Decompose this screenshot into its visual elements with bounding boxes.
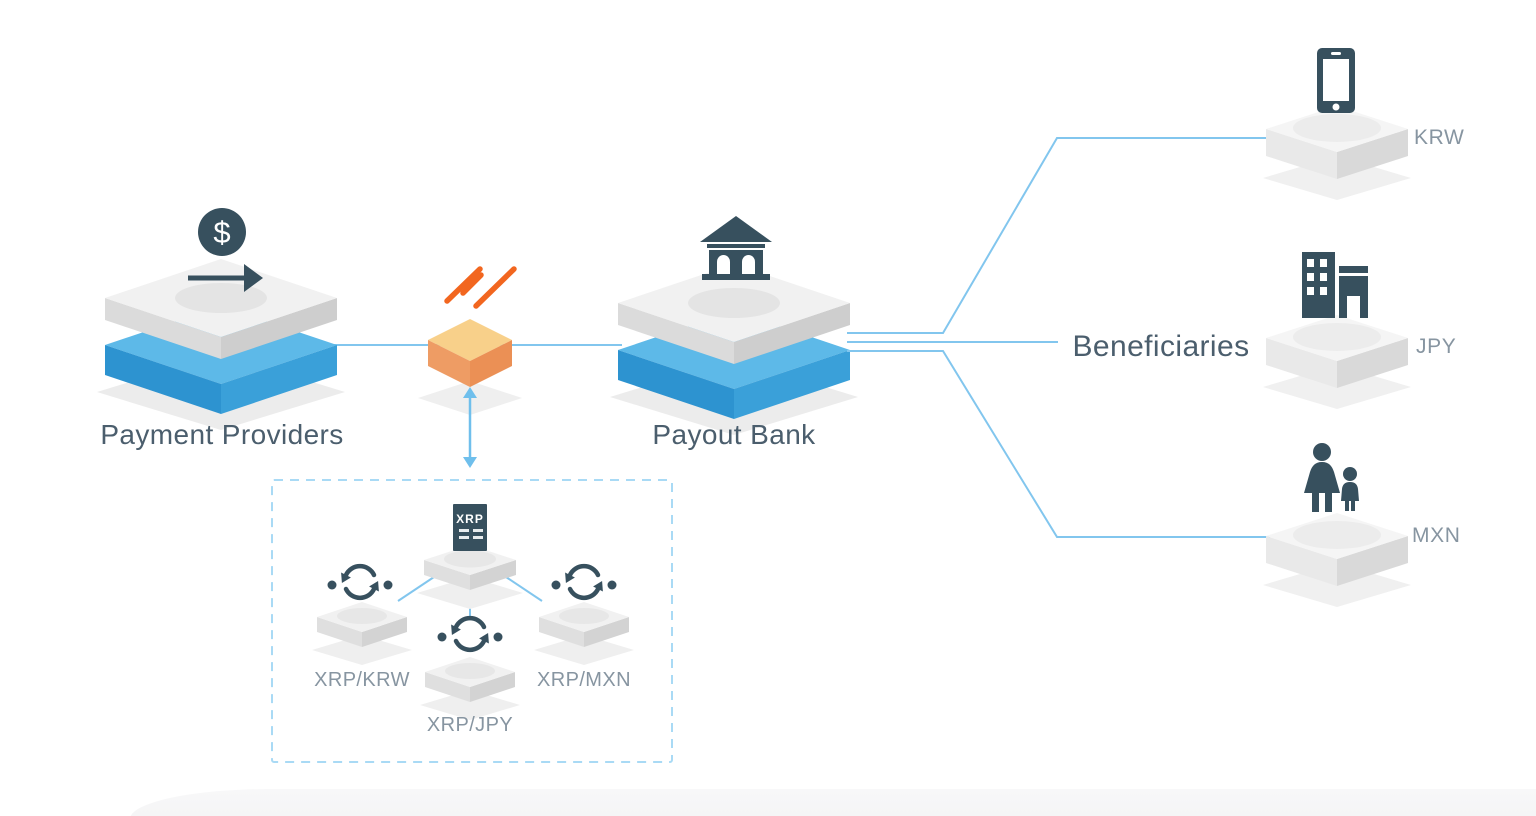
line-to-mxn	[847, 350, 1270, 538]
beneficiary-node-mxn: MXN	[1263, 443, 1460, 607]
platform-shadow	[420, 690, 520, 720]
fx-market-border	[271, 479, 673, 763]
beneficiary-node-krw: KRW	[1263, 48, 1464, 200]
gray-slab-right-face	[734, 303, 850, 364]
bank-icon	[700, 216, 772, 280]
krw-label: KRW	[1414, 126, 1464, 149]
platform-left-face	[424, 560, 470, 590]
platform-recess	[337, 608, 387, 624]
speed-lines-icon	[444, 266, 517, 309]
ledger-to-mxn-line	[505, 576, 543, 602]
phone-icon	[1317, 48, 1355, 113]
jpy-label: JPY	[1416, 335, 1456, 358]
platform-recess	[1293, 521, 1381, 549]
arrow-right-icon	[188, 264, 263, 292]
up-down-arrow-icon	[463, 387, 477, 468]
payment-providers-node: $ Payment Providers	[97, 208, 345, 450]
xrp-krw-label: XRP/KRW	[314, 669, 410, 691]
xrp-ledger-node: XRP	[417, 504, 523, 609]
payout-bank-label: Payout Bank	[652, 419, 816, 450]
fx-pair-node-krw: XRP/KRW	[312, 563, 412, 691]
platform-right-face	[1337, 536, 1408, 586]
platform-recess	[688, 288, 780, 318]
exchange-icon	[327, 563, 393, 601]
exchange-icon	[551, 563, 617, 601]
dollar-circle-icon: $	[198, 208, 246, 256]
mxn-label: MXN	[1412, 524, 1460, 547]
fx-pair-node-jpy: XRP/JPY	[420, 615, 520, 736]
platform-recess	[1293, 114, 1381, 142]
blue-slab-left-face	[618, 350, 734, 419]
platform-right-face	[470, 560, 516, 590]
platform-left-face	[1266, 338, 1337, 388]
platform-right-face	[1337, 338, 1408, 388]
dollar-sign: $	[213, 215, 230, 250]
payout-bank-node: Payout Bank	[610, 216, 858, 450]
fx-pair-node-mxn: XRP/MXN	[534, 563, 634, 691]
platform-left-face	[425, 672, 470, 702]
platform-recess	[559, 608, 609, 624]
xrp-jpy-label: XRP/JPY	[427, 714, 513, 736]
cube-left-face	[428, 340, 470, 387]
platform-recess	[1293, 323, 1381, 351]
family-icon	[1304, 443, 1359, 512]
gray-slab-left-face	[618, 303, 734, 364]
beneficiary-lines	[847, 137, 1270, 538]
line-to-krw	[847, 137, 1270, 334]
xrp-document-icon: XRP	[453, 504, 487, 551]
xrp-mxn-label: XRP/MXN	[537, 669, 631, 691]
gray-slab-right-face	[221, 298, 337, 359]
gray-slab-left-face	[105, 298, 221, 359]
platform-left-face	[539, 617, 584, 647]
beneficiaries-label: Beneficiaries	[1073, 330, 1250, 363]
blue-slab-right-face	[221, 345, 337, 414]
platform-shadow	[312, 635, 412, 665]
platform-left-face	[1266, 536, 1337, 586]
blue-slab-left-face	[105, 345, 221, 414]
platform-right-face	[470, 672, 515, 702]
platform-recess	[175, 283, 267, 313]
exchange-icon	[437, 615, 503, 653]
platform-shadow	[534, 635, 634, 665]
beneficiary-node-jpy: JPY	[1263, 252, 1456, 409]
platform-recess	[444, 550, 496, 568]
platform-right-face	[362, 617, 407, 647]
xrp-doc-title: XRP	[456, 512, 484, 526]
ledger-to-krw-line	[397, 576, 435, 602]
platform-right-face	[584, 617, 629, 647]
fx-market-box: XRP XRP/KRW	[271, 479, 673, 763]
building-icon	[1302, 252, 1368, 318]
platform-left-face	[317, 617, 362, 647]
blue-slab-right-face	[734, 350, 850, 419]
platform-right-face	[1337, 129, 1408, 179]
platform-recess	[445, 663, 495, 679]
platform-left-face	[1266, 129, 1337, 179]
cube-right-face	[470, 340, 512, 387]
payment-providers-label: Payment Providers	[100, 419, 343, 450]
bottom-panel-edge	[130, 789, 1536, 816]
platform-shadow	[417, 577, 523, 609]
